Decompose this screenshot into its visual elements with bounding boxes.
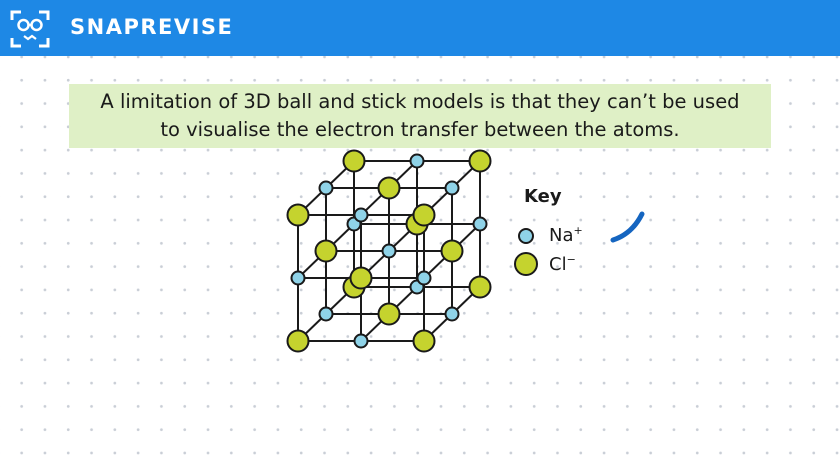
key-na-charge: + [573, 224, 583, 237]
sodium-ion [472, 216, 488, 232]
header-bar: SNAPREVISE [0, 0, 840, 56]
chloride-ion [440, 239, 464, 263]
sodium-ion [353, 333, 369, 349]
chloride-ion [342, 149, 366, 173]
sodium-ion [409, 153, 425, 169]
sodium-ion [416, 270, 432, 286]
sodium-ion [290, 270, 306, 286]
caption-line-1: A limitation of 3D ball and stick models… [100, 90, 740, 113]
chloride-ion [468, 275, 492, 299]
chloride-ion [314, 239, 338, 263]
chloride-ion [286, 203, 310, 227]
lattice-ions [286, 149, 492, 353]
key-na-swatch-icon [518, 228, 534, 244]
key-title: Key [524, 186, 562, 207]
caption-box: A limitation of 3D ball and stick models… [69, 84, 771, 148]
sodium-ion [444, 180, 460, 196]
key-cl-charge: − [566, 253, 576, 266]
sodium-ion [381, 243, 397, 259]
chloride-ion [412, 203, 436, 227]
caption-line-2: to visualise the electron transfer betwe… [160, 118, 680, 141]
sodium-ion [444, 306, 460, 322]
sodium-ion [353, 207, 369, 223]
brand-name: SNAPREVISE [70, 15, 234, 39]
key-cl-label: Cl− [549, 253, 576, 275]
pen-stroke-annotation [610, 211, 645, 243]
sodium-ion [318, 180, 334, 196]
chloride-ion [377, 176, 401, 200]
chloride-ion [377, 302, 401, 326]
snaprevise-logo-icon [10, 10, 50, 48]
key-na-label: Na+ [549, 224, 583, 246]
sodium-ion [318, 306, 334, 322]
chloride-ion [286, 329, 310, 353]
chloride-ion [412, 329, 436, 353]
key-cl-swatch-icon [514, 252, 538, 276]
chloride-ion [349, 266, 373, 290]
chloride-ion [468, 149, 492, 173]
